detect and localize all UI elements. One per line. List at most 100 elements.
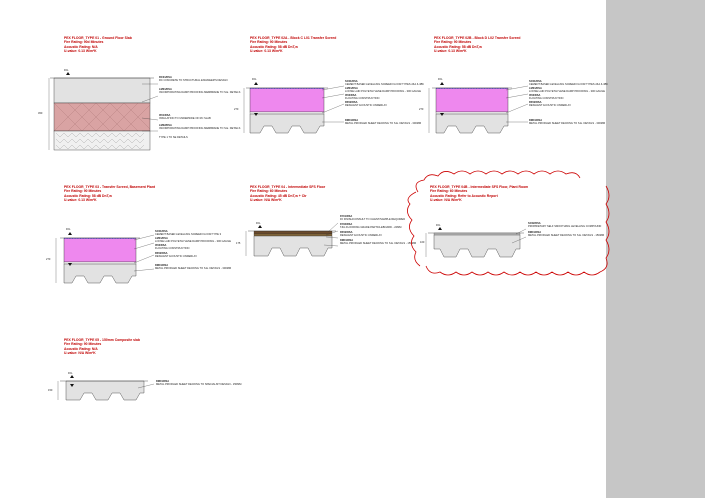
- fire-rating: Fire Rating: 60 Minutes: [250, 189, 288, 194]
- level-marker: [254, 82, 258, 85]
- detail-title-block: PEX FLOOR_TYPE 01 - Ground Floor Slab Fi…: [64, 36, 132, 54]
- dimension-label: 150: [48, 389, 53, 392]
- level-marker: [70, 375, 74, 378]
- dimension-label: 270: [419, 108, 424, 111]
- u-value: U-value: 0.13 W/m²K: [64, 49, 97, 54]
- ffl-label: FFL: [252, 78, 257, 81]
- leader-lines: [511, 228, 527, 244]
- leader-lines: [141, 83, 159, 132]
- level-marker: [254, 113, 258, 116]
- detail-title: PEX FLOOR_TYPE 05 - 150mm Composite slab: [64, 338, 140, 342]
- floor-type-05-detail: PEX FLOOR_TYPE 05 - 150mm Composite slab…: [46, 338, 241, 418]
- dimension-label: 175: [236, 242, 241, 245]
- concrete-deck: [63, 263, 137, 284]
- ffl-label: FFL: [256, 222, 261, 225]
- screed-layer: [435, 87, 509, 113]
- ffl-label: FFL: [64, 69, 69, 72]
- detail-title: PEX FLOOR_TYPE 04 - Intermediate SFS Flo…: [250, 185, 326, 189]
- revision-cloud-outline: [407, 170, 610, 276]
- leader-lines: [321, 85, 345, 123]
- dimension-label: 160: [420, 241, 425, 244]
- floor-section-drawing: [48, 72, 159, 151]
- floor-type-04b-detail: PEX FLOOR_TYPE 04B - Intermediate SFS Fl…: [420, 185, 604, 285]
- acoustic-rating: Acoustic Rating: N/A: [64, 44, 98, 49]
- floor-type-04-detail: PEX FLOOR_TYPE 04 - Intermediate SFS Flo…: [232, 185, 416, 285]
- leader-lines: [505, 85, 529, 123]
- fire-rating: Fire Rating: 60 Minutes: [430, 189, 468, 194]
- floor-type-01-detail: PEX FLOOR_TYPE 01 - Ground Floor Slab Fi…: [38, 36, 240, 156]
- level-marker: [70, 384, 74, 387]
- screed-layer: [249, 87, 325, 113]
- floor-type-02b-detail: PEX FLOOR_TYPE 02B - Block D L02 Transfe…: [416, 36, 608, 136]
- concrete-deck: [65, 380, 145, 401]
- detail-title-block: PEX FLOOR_TYPE 02B - Block D L02 Transfe…: [434, 36, 521, 54]
- detail-title-block: PEX FLOOR_TYPE 03 - Transfer Screed, Bas…: [64, 185, 155, 203]
- revision-cloud: [407, 170, 610, 276]
- u-value: U-value: N/A W/m²K: [430, 198, 462, 203]
- insulation-hatch: [53, 102, 151, 132]
- floor-section-drawing: [243, 82, 345, 134]
- fire-rating: Fire Rating: 90 Minutes: [64, 189, 102, 194]
- concrete-deck: [249, 113, 325, 134]
- dimension-label: 450: [38, 112, 43, 115]
- level-marker: [68, 232, 72, 235]
- detail-title-block: PEX FLOOR_TYPE 04 - Intermediate SFS Flo…: [250, 185, 325, 203]
- u-value: U-value: N/A W/m²K: [250, 198, 282, 203]
- level-marker: [440, 113, 444, 116]
- particleboard: [253, 233, 333, 237]
- detail-title: PEX FLOOR_TYPE 03 - Transfer Screed, Bas…: [64, 185, 156, 189]
- dimension-label: 270: [46, 258, 51, 261]
- ffl-label: FFL: [436, 224, 441, 227]
- acoustic-rating: Acoustic Rating: 58 dB DnT,w: [434, 44, 482, 49]
- u-value: U-value: 0.13 W/m²K: [64, 198, 97, 203]
- fire-rating: Fire Rating: 90 Minutes: [434, 40, 472, 45]
- level-marker: [440, 82, 444, 85]
- layer-note: TYPE 1 TO SE DETAILS: [159, 136, 188, 139]
- detail-title: PEX FLOOR_TYPE 04B - Intermediate SFS Fl…: [430, 185, 529, 189]
- floor-section-drawing: [428, 82, 529, 134]
- level-marker: [66, 72, 70, 75]
- ffl-label: FFL: [438, 78, 443, 81]
- detail-title: PEX FLOOR_TYPE 01 - Ground Floor Slab: [64, 36, 132, 40]
- u-value: U-value: N/A W/m²K: [64, 351, 96, 356]
- detail-title: PEX FLOOR_TYPE 02B - Block D L02 Transfe…: [434, 36, 521, 40]
- level-marker: [68, 263, 72, 266]
- leader-lines: [323, 222, 339, 247]
- ffl-label: FFL: [68, 372, 73, 375]
- viewer-sidebar: [606, 0, 705, 498]
- floor-section-drawing: [57, 375, 155, 401]
- floor-section-drawing: [55, 232, 155, 284]
- detail-title: PEX FLOOR_TYPE 02A - Block C L01 Transfe…: [250, 36, 337, 40]
- acoustic-rating: Acoustic Rating: 58 dB DnT,w: [64, 193, 112, 198]
- levelling-compound: [433, 232, 521, 236]
- hardcore-layer: [53, 130, 151, 151]
- concrete-deck: [253, 235, 333, 257]
- u-value: U-value: 0.13 W/m²K: [434, 49, 467, 54]
- leader-lines: [133, 234, 155, 272]
- insulation-layer: [53, 102, 151, 132]
- level-marker: [438, 227, 442, 230]
- detail-title-block: PEX FLOOR_TYPE 02A - Block C L01 Transfe…: [250, 36, 336, 54]
- level-marker: [258, 225, 262, 228]
- detail-title-block: PEX FLOOR_TYPE 04B - Intermediate SFS Fl…: [430, 185, 528, 203]
